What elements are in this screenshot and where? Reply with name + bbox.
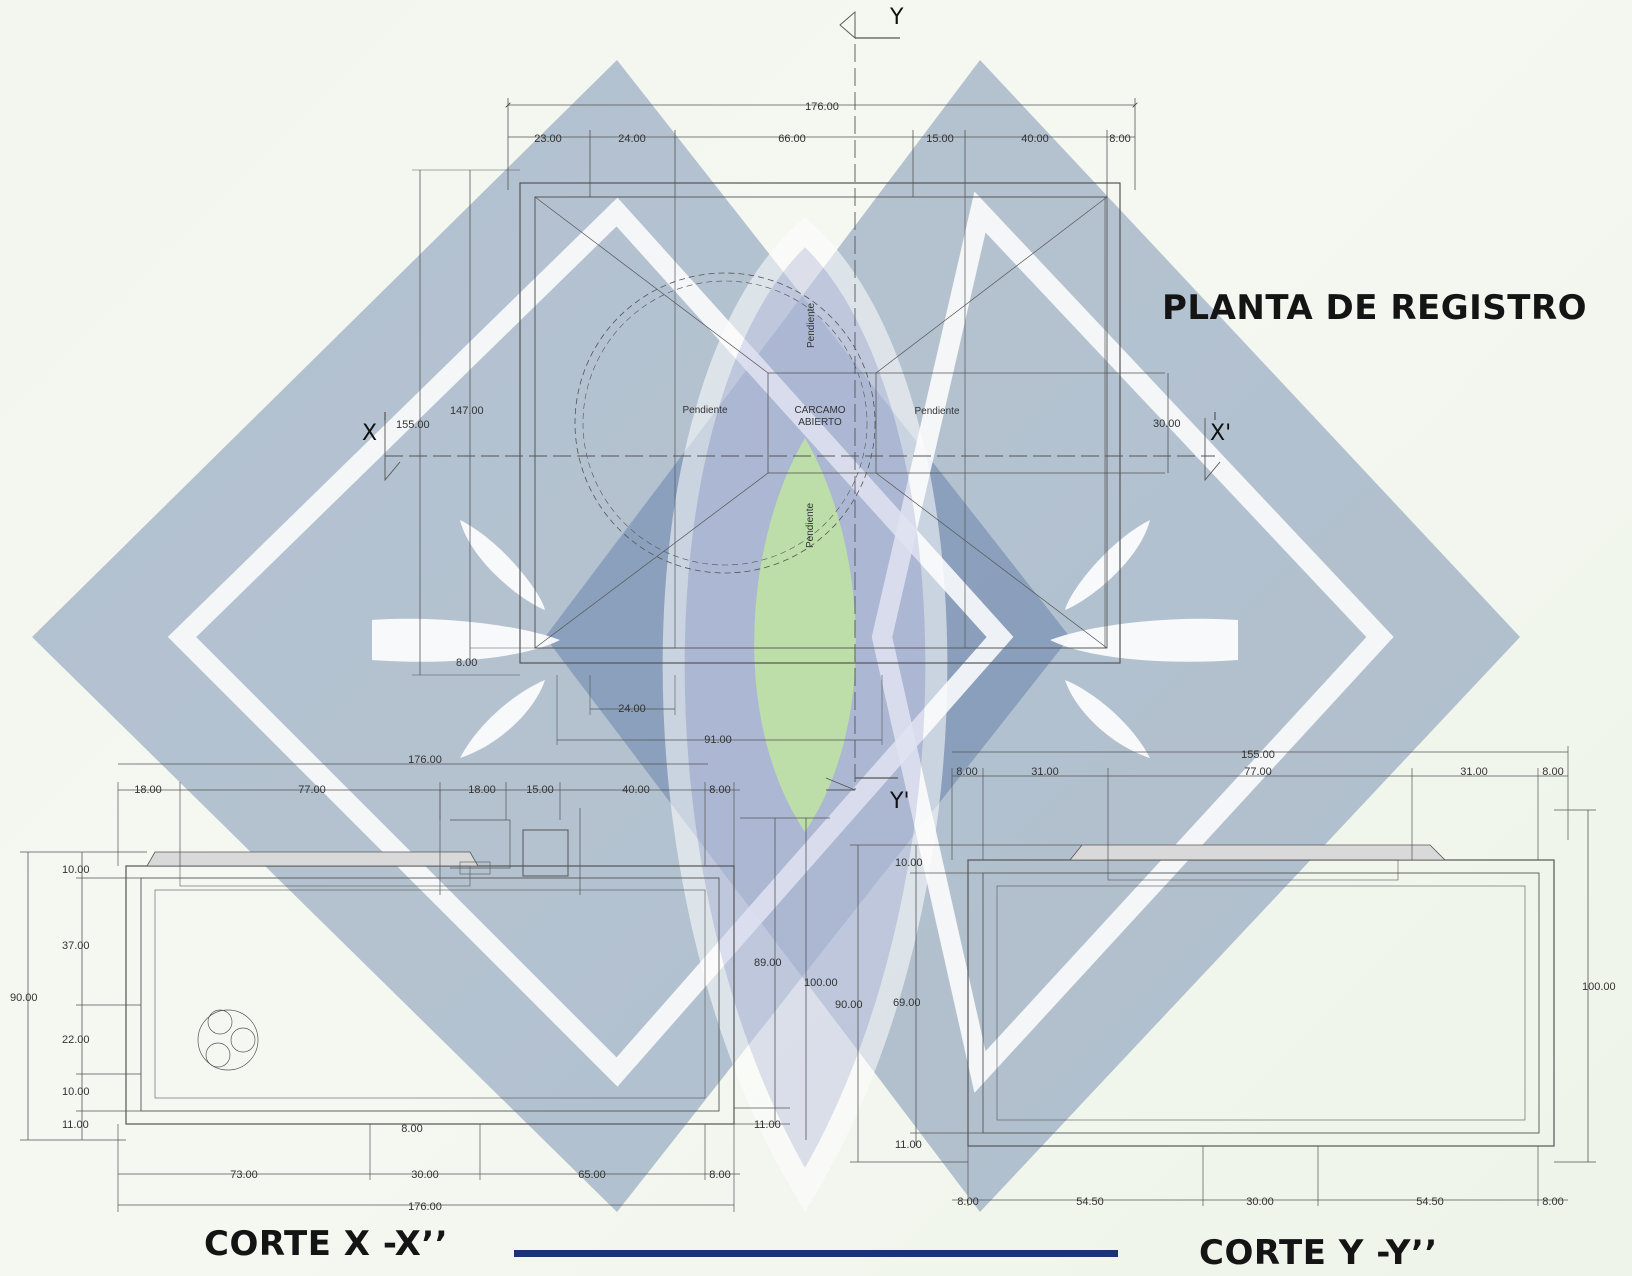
section-x-overall-top: 176.00 — [408, 754, 442, 766]
logo-leaf — [754, 438, 856, 832]
plan-bottom-91: 91.00 — [704, 734, 732, 746]
section-x-top-seg-6: 8.00 — [709, 784, 730, 796]
section-y-left-3: 69.00 — [893, 997, 921, 1009]
section-x-left-3: 22.00 — [62, 1034, 90, 1046]
plan-top-seg-5: 40.00 — [1021, 133, 1049, 145]
plan-slope-right: Pendiente — [914, 406, 959, 417]
plan-slope-top: Pendiente — [806, 303, 817, 348]
section-x-top-seg-1: 18.00 — [134, 784, 162, 796]
section-y-right-total: 100.00 — [1582, 981, 1616, 993]
section-y-bottom-3: 30.00 — [1246, 1196, 1274, 1208]
section-y-top-seg-3: 77.00 — [1244, 766, 1272, 778]
plan-left-outer: 155.00 — [396, 419, 430, 431]
section-y-bottom-2: 54.50 — [1076, 1196, 1104, 1208]
plan-top-seg-4: 15.00 — [926, 133, 954, 145]
plan-sump — [767, 372, 877, 474]
plan-manhole-cover — [574, 272, 876, 574]
section-y-view — [850, 746, 1596, 1206]
plan-sump-label-2: ABIERTO — [798, 417, 842, 428]
section-x-left-4: 10.00 — [62, 1086, 90, 1098]
section-y-inner-wall — [982, 872, 1540, 1134]
plan-bottom-wall: 8.00 — [456, 657, 477, 669]
section-y-bottom-4: 54.50 — [1416, 1196, 1444, 1208]
section-y-bottom-5: 8.00 — [1542, 1196, 1563, 1208]
section-x-right-3: 11.00 — [754, 1119, 781, 1131]
section-x-right-2: 100.00 — [804, 977, 838, 989]
section-y-left-2: 90.00 — [835, 999, 863, 1011]
section-y-overall-top: 155.00 — [1241, 749, 1275, 761]
section-x-title: CORTE X -X’’ — [204, 1224, 449, 1264]
section-x-right-1: 89.00 — [754, 957, 782, 969]
title-underline — [514, 1250, 1118, 1257]
plan-sump-label-1: CARCAMO — [794, 405, 845, 416]
section-y-bottom-1: 8.00 — [957, 1196, 978, 1208]
plan-right-dim: 30.00 — [1153, 418, 1181, 430]
section-x-left-5: 11.00 — [62, 1119, 89, 1131]
section-y-dimension-labels: 155.00 8.00 31.00 77.00 31.00 8.00 10.00… — [835, 749, 1616, 1208]
axis-label-x-prime: X' — [1210, 421, 1231, 446]
section-x-dimension-labels: 176.00 18.00 77.00 18.00 15.00 40.00 8.0… — [10, 754, 838, 1213]
plan-top-seg-1: 23.00 — [534, 133, 562, 145]
section-x-top-seg-5: 40.00 — [622, 784, 650, 796]
plan-outer-wall — [519, 182, 1121, 664]
section-x-left-total: 90.00 — [10, 992, 38, 1004]
section-y-top-seg-2: 31.00 — [1031, 766, 1059, 778]
section-x-view — [20, 763, 830, 1212]
plan-slope-left: Pendiente — [682, 405, 727, 416]
plan-left-inner: 147.00 — [450, 405, 484, 417]
section-y-title: CORTE Y -Y’’ — [1199, 1233, 1438, 1273]
section-x-inner-wall — [140, 877, 720, 1112]
section-x-bottom-2: 30.00 — [411, 1169, 439, 1181]
section-x-left-2: 37.00 — [62, 940, 90, 952]
plan-top-seg-2: 24.00 — [618, 133, 646, 145]
section-y-left-1: 10.00 — [895, 857, 923, 869]
plan-bottom-24: 24.00 — [618, 703, 646, 715]
section-y-left-4: 11.00 — [895, 1139, 922, 1151]
section-y-top-seg-1: 8.00 — [956, 766, 977, 778]
plan-title: PLANTA DE REGISTRO — [1162, 288, 1588, 328]
plan-top-seg-3: 66.00 — [778, 133, 806, 145]
section-x-left-1: 10.00 — [62, 864, 90, 876]
section-x-bottom-mid: 8.00 — [401, 1123, 422, 1135]
section-x-top-seg-3: 18.00 — [468, 784, 496, 796]
section-y-top-seg-4: 31.00 — [1460, 766, 1488, 778]
section-y-top-seg-5: 8.00 — [1542, 766, 1563, 778]
section-x-bottom-4: 8.00 — [709, 1169, 730, 1181]
plan-overall-width: 176.00 — [805, 101, 839, 113]
section-x-pipe-symbol — [197, 1009, 259, 1071]
plan-view — [384, 11, 1221, 791]
plan-dimension-labels: 176.00 23.00 24.00 66.00 15.00 40.00 8.0… — [362, 5, 1231, 814]
plan-top-seg-6: 8.00 — [1109, 133, 1130, 145]
section-x-bottom-3: 65.00 — [578, 1169, 606, 1181]
axis-label-x: X — [362, 421, 377, 446]
section-x-top-seg-2: 77.00 — [298, 784, 326, 796]
axis-label-y-prime: Y' — [889, 789, 910, 814]
section-x-top-seg-4: 15.00 — [526, 784, 554, 796]
section-x-overall-bottom: 176.00 — [408, 1201, 442, 1213]
axis-label-y: Y — [889, 5, 904, 30]
plan-slope-bottom: Pendiente — [805, 503, 816, 548]
section-x-bottom-1: 73.00 — [230, 1169, 258, 1181]
